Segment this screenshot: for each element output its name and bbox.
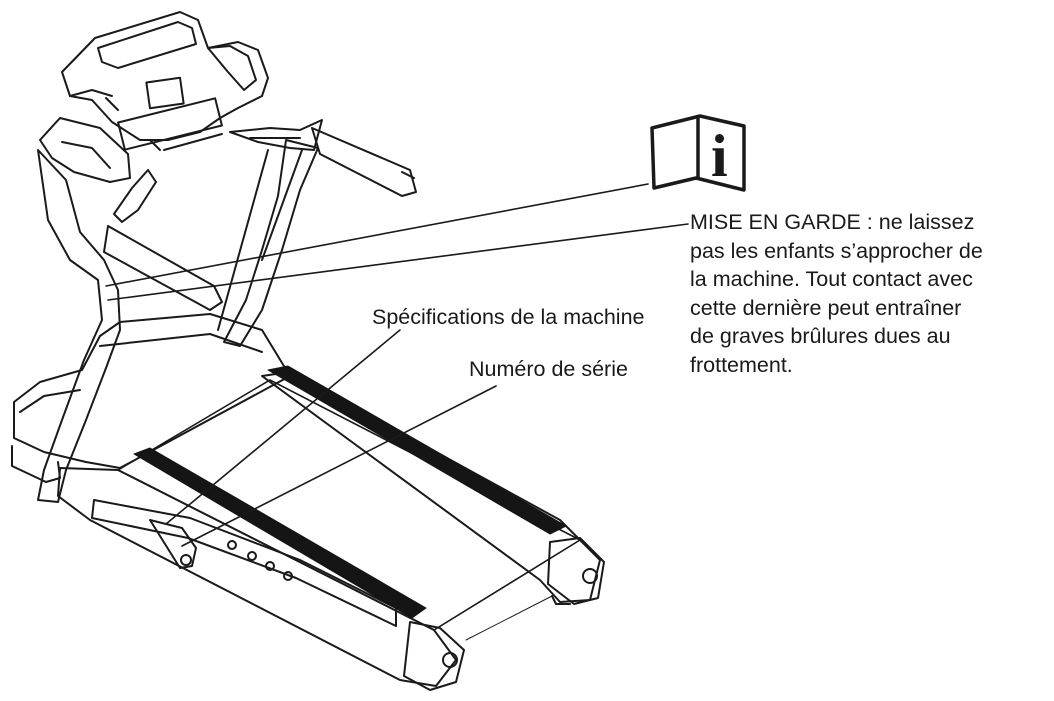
leader-line-serial — [181, 385, 497, 547]
serial-number-label: Numéro de série — [469, 357, 628, 381]
leader-line-warning — [107, 223, 689, 301]
leader-line-specifications — [165, 329, 401, 525]
warning-line: pas les enfants s’approcher de — [690, 238, 983, 263]
warning-line: de graves brûlures dues au — [690, 324, 951, 349]
info-glyph: i — [711, 123, 728, 189]
leader-line-manual — [105, 183, 649, 287]
warning-line: frottement. — [690, 352, 793, 377]
leader-lines — [105, 183, 689, 547]
side-rail-strips — [133, 365, 567, 619]
warning-line: cette dernière peut entraîner — [690, 295, 962, 320]
frame-uprights — [37, 127, 417, 503]
warning-label: MISE EN GARDE : ne laissez pas les enfan… — [690, 208, 983, 380]
machine-specifications-label: Spécifications de la machine — [372, 305, 645, 329]
console — [39, 11, 323, 183]
warning-line: MISE EN GARDE : ne laissez — [690, 210, 975, 234]
open-book-info-icon: i — [650, 114, 746, 192]
warning-line: la machine. Tout contact avec — [690, 267, 973, 292]
